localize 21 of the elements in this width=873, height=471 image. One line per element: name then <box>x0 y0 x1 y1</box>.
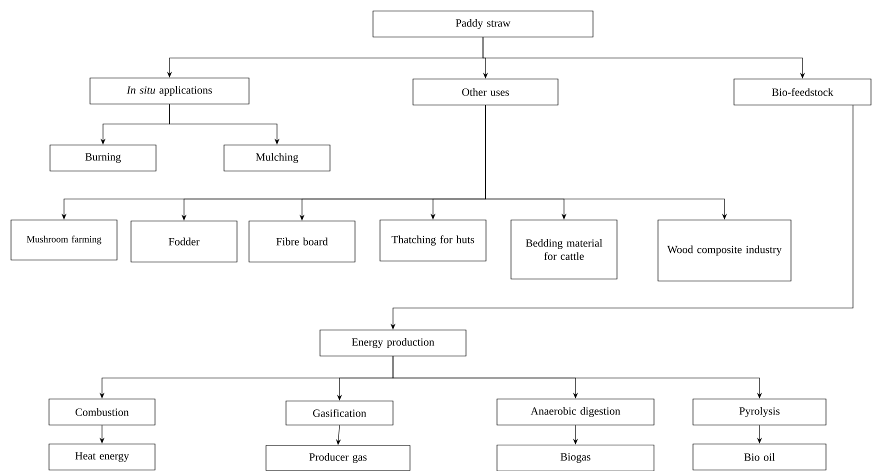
process-box: Gasification <box>286 400 394 426</box>
process-box: Combustion <box>48 398 156 426</box>
process-box: Burning <box>50 144 156 172</box>
process-box: Energy production <box>320 330 466 356</box>
process-box: Mulching <box>224 144 330 172</box>
process-box: Pyrolysis <box>692 398 826 426</box>
process-box: Wood composite industry <box>658 220 792 282</box>
process-box: In situ applications <box>90 78 250 104</box>
process-box: Bio-feedstock <box>734 78 872 106</box>
process-box: Anaerobic digestion <box>496 398 654 426</box>
process-box: Other uses <box>412 78 558 106</box>
process-box: Paddy straw <box>372 10 594 38</box>
process-box: Bio oil <box>692 444 826 470</box>
process-box: Thatching for huts <box>380 220 486 262</box>
process-box: Biogas <box>496 444 654 471</box>
process-box: Fodder <box>130 220 238 262</box>
process-box: Fibre board <box>248 220 356 262</box>
process-box: Heat energy <box>48 444 156 470</box>
process-box: Producer gas <box>266 445 410 471</box>
process-box: Bedding material for cattle <box>510 220 618 280</box>
process-box: Mushroom farming <box>10 220 118 260</box>
